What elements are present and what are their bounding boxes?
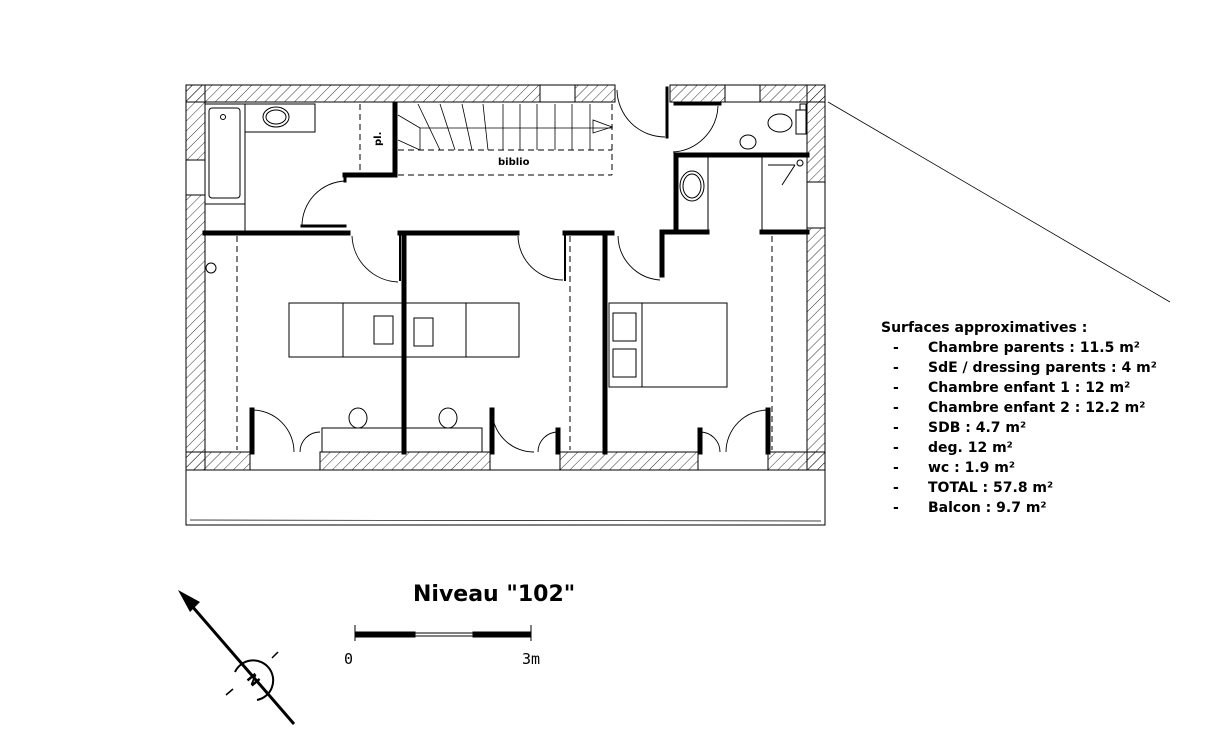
legend-item-text: Chambre enfant 1 : 12 m² (928, 380, 1131, 396)
interior-walls (202, 86, 810, 455)
legend-item: -wc : 1.9 m² (893, 460, 1015, 476)
scale-end-label: 3m (522, 650, 541, 668)
legend-item: -SDB : 4.7 m² (893, 420, 1027, 436)
legend-item-text: SdE / dressing parents : 4 m² (928, 360, 1157, 376)
balcony (185, 469, 826, 526)
leader-line (827, 101, 1171, 303)
legend-item-text: Balcon : 9.7 m² (928, 500, 1047, 516)
balcony-railing (189, 519, 822, 522)
legend-item-text: SDB : 4.7 m² (928, 420, 1027, 436)
legend-item: -deg. 12 m² (893, 440, 1013, 456)
staircase (397, 103, 614, 151)
biblio-label: biblio (498, 157, 530, 168)
scale-bar (354, 625, 532, 641)
legend-title: Surfaces approximatives : (881, 320, 1088, 336)
legend-item: -Chambre enfant 2 : 12.2 m² (893, 400, 1146, 416)
legend-item: -Chambre parents : 11.5 m² (893, 340, 1140, 356)
dashed-limits (236, 104, 773, 450)
furniture (288, 302, 728, 453)
legend-item: -Chambre enfant 1 : 12 m² (893, 380, 1131, 396)
scale-start-label: 0 (344, 650, 354, 668)
legend-item-text: Chambre parents : 11.5 m² (928, 340, 1140, 356)
legend-item-text: deg. 12 m² (928, 440, 1013, 456)
level-title: Niveau "102" (413, 582, 576, 607)
exterior-walls (185, 84, 826, 471)
north-label: N (243, 671, 263, 690)
north-arrow: N (178, 590, 296, 725)
legend-item-text: wc : 1.9 m² (928, 460, 1015, 476)
legend-item-text: Chambre enfant 2 : 12.2 m² (928, 400, 1146, 416)
legend-item: -SdE / dressing parents : 4 m² (893, 360, 1157, 376)
doors[interactable] (251, 89, 769, 453)
bathroom-fixtures (204, 103, 808, 274)
legend-item-text: TOTAL : 57.8 m² (928, 480, 1054, 496)
surfaces-legend: Surfaces approximatives : -Chambre paren… (881, 318, 1157, 518)
legend-item: -Balcon : 9.7 m² (893, 500, 1047, 516)
placard-label: pl. (373, 132, 384, 146)
legend-item: -TOTAL : 57.8 m² (893, 480, 1054, 496)
